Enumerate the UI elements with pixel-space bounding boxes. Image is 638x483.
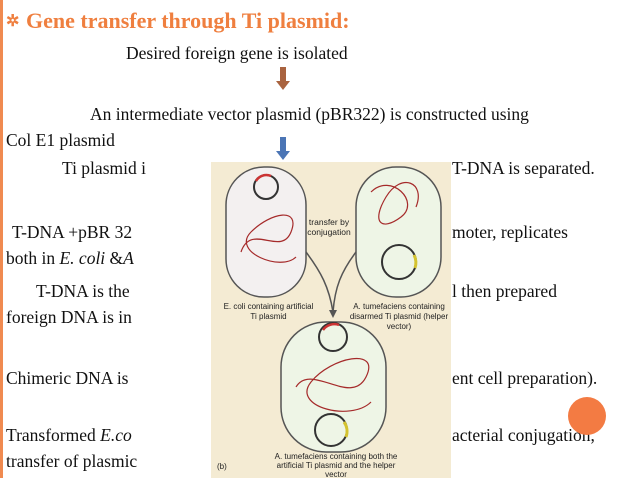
atum-chromosome (370, 181, 419, 225)
line-7b: l then prepared (452, 281, 557, 301)
line-9b: ent cell preparation). (452, 368, 598, 388)
line-10a: Transformed E.co (6, 425, 132, 445)
atum-bottom-label: A. tumefaciens containing both the artif… (274, 452, 398, 479)
ecoli-label: E. coli containing artificial Ti plasmid (223, 302, 314, 321)
bullet-icon: ✲ (6, 13, 20, 30)
atum-top-cell (355, 166, 442, 298)
line-3: Col E1 plasmid (6, 130, 115, 150)
line-6: both in E. coli &A (6, 248, 134, 268)
down-arrow-icon (276, 67, 290, 90)
line-4a: Ti plasmid i (62, 158, 146, 178)
line-5a: T-DNA +pBR 32 (12, 222, 133, 242)
line-1: Desired foreign gene is isolated (126, 43, 348, 63)
line-2: An intermediate vector plasmid (pBR322) … (90, 104, 529, 124)
line-4b: T-DNA is separated. (452, 158, 595, 178)
conjugation-diagram (225, 166, 442, 453)
atum-bottom-cell (280, 321, 387, 453)
ecoli-cell (225, 166, 307, 298)
transfer-label: transfer by conjugation (307, 217, 351, 237)
figure-panel: transfer by conjugation E. coli containi… (211, 162, 451, 479)
line-11: transfer of plasmic (6, 451, 138, 471)
ecoli-chromosome (240, 214, 297, 263)
down-arrow-icon-2 (276, 137, 290, 160)
left-accent-rail (0, 0, 3, 478)
slide-title: ✲ Gene transfer through Ti plasmid: (6, 8, 350, 34)
line-10b: acterial conjugation, (452, 425, 595, 445)
line-8: foreign DNA is in (6, 307, 132, 327)
line-5b: moter, replicates (452, 222, 568, 242)
slide-title-text: Gene transfer through Ti plasmid: (26, 8, 350, 33)
atum-top-label: A. tumefaciens containing disarmed Ti pl… (349, 302, 449, 331)
line-9a: Chimeric DNA is (6, 368, 129, 388)
panel-letter: (b) (217, 462, 227, 471)
decorative-circle (568, 397, 606, 435)
line-7a: T-DNA is the (36, 281, 130, 301)
